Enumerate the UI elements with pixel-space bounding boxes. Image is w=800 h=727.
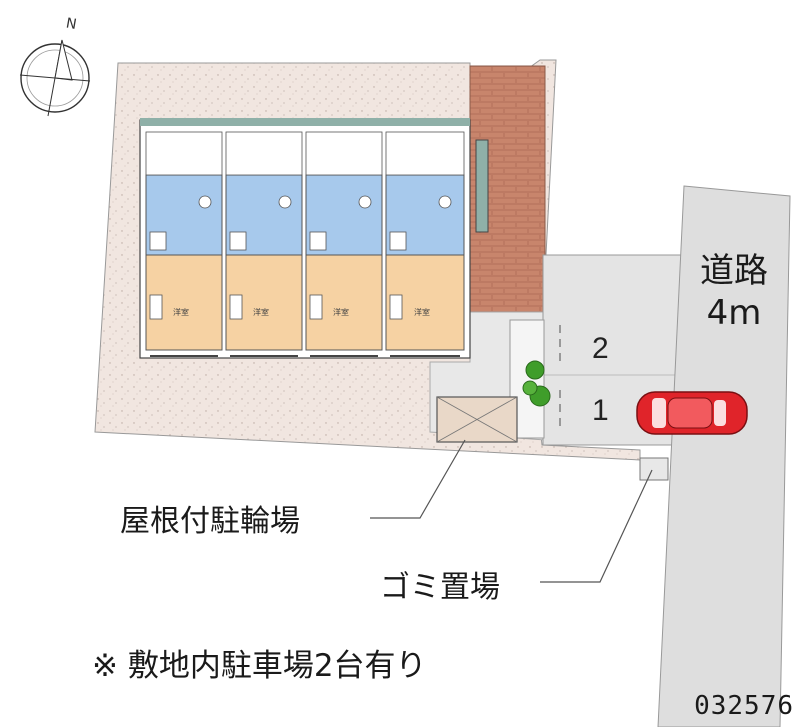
room-label-unit-4: 洋室 (414, 307, 430, 317)
unit-1: 洋室 (145, 131, 223, 351)
garbage-leader-line (540, 469, 653, 583)
parking-note: ※ 敷地内駐車場2台有り (92, 648, 427, 684)
room-label-unit-1: 洋室 (173, 307, 189, 317)
compass-icon: N (19, 15, 91, 117)
property-code: 032576 (694, 691, 794, 721)
parking-slot-1: 1 (592, 394, 609, 427)
bicycle-shelter (436, 396, 518, 443)
unit-3: 洋室 (305, 131, 383, 351)
car-icon (636, 391, 748, 435)
room-label-unit-3: 洋室 (333, 307, 349, 317)
apartment-building: 洋室 洋室 洋室 洋室 (139, 118, 489, 359)
brick-wall (469, 65, 546, 313)
garbage-area-label: ゴミ置場 (380, 570, 500, 605)
garbage-area (639, 457, 669, 481)
bicycle-leader-line (370, 439, 466, 519)
tree-icon (522, 360, 551, 407)
road (657, 185, 791, 727)
bicycle-parking-label: 屋根付駐輪場 (120, 504, 300, 539)
road-label-line2: 4m (706, 293, 762, 333)
parking-slot-2: 2 (592, 332, 609, 365)
road-label-line1: 道路 (700, 251, 768, 291)
road-label: 道路 4m (688, 250, 780, 334)
mailbox (475, 139, 489, 233)
room-label-unit-2: 洋室 (253, 307, 269, 317)
compass-letter: N (65, 15, 78, 33)
